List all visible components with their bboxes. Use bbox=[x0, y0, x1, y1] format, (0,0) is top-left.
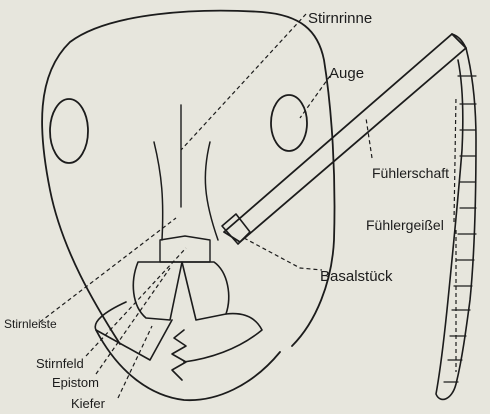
leader-stirnleiste bbox=[40, 218, 176, 322]
leader-auge bbox=[300, 76, 330, 118]
leader-fuehlergeissel bbox=[454, 96, 456, 222]
mandible-zigzag bbox=[172, 330, 186, 380]
label-epistom: Epistom bbox=[52, 375, 99, 390]
funiculus-segment-lines bbox=[444, 76, 476, 382]
label-stirnfeld: Stirnfeld bbox=[36, 356, 84, 371]
mandible-right-plate bbox=[182, 262, 229, 320]
label-auge: Auge bbox=[329, 65, 364, 82]
leader-stirnfeld bbox=[86, 248, 186, 356]
label-fuehlergeissel: Fühlergeißel bbox=[366, 217, 444, 233]
leader-fuehlerschaft bbox=[366, 118, 372, 158]
leader-stirnrinne bbox=[181, 14, 306, 150]
label-fuehlerschaft: Fühlerschaft bbox=[372, 165, 449, 181]
label-kiefer: Kiefer bbox=[71, 396, 106, 411]
label-stirnrinne: Stirnrinne bbox=[308, 10, 372, 27]
label-basalstueck: Basalstück bbox=[320, 268, 393, 285]
frontal-carina-left bbox=[154, 142, 163, 240]
frontal-carina-right bbox=[205, 142, 218, 240]
mandible-left-outer bbox=[95, 302, 172, 360]
left-eye bbox=[50, 99, 88, 163]
mandible-right-outer bbox=[184, 314, 262, 362]
label-stirnleiste: Stirnleiste bbox=[4, 317, 57, 331]
clypeus bbox=[160, 236, 210, 262]
head-outline bbox=[42, 11, 334, 346]
mandible-lower bbox=[96, 330, 280, 400]
mandible-left-plate bbox=[133, 262, 182, 320]
leader-basalstueck bbox=[244, 238, 322, 270]
right-eye bbox=[271, 95, 307, 151]
